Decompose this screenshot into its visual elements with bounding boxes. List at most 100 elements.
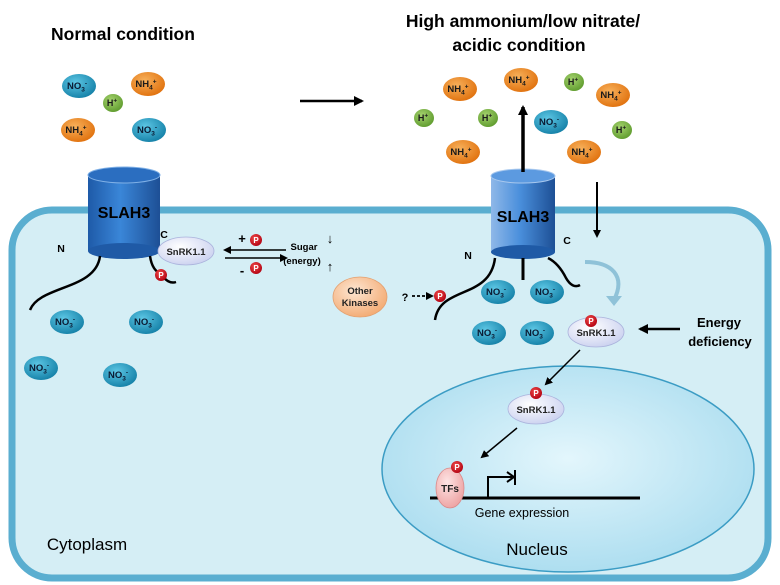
plus-sign: + (238, 231, 246, 246)
svg-text:NH4+: NH4+ (65, 125, 86, 138)
svg-text:P: P (158, 271, 164, 280)
sugar-label: Sugar (291, 242, 318, 253)
ammonium-ion: NH4+ (596, 83, 630, 107)
svg-text:NH4+: NH4+ (600, 90, 621, 103)
nitrate-ion: NO3- (24, 356, 58, 380)
c-terminus-tail-right (547, 256, 581, 288)
ammonium-ion: NH4+ (567, 140, 601, 164)
nitrate-ion: NO3- (62, 74, 96, 98)
nitrate-ion: NO3- (530, 280, 564, 304)
ammonium-ion: NH4+ (443, 77, 477, 101)
transcription-factors (435, 467, 465, 509)
sugar-up-arrow-icon: ↑ (327, 259, 334, 274)
c-terminus-label-right: C (563, 235, 571, 247)
snrk1-label-nucleus: SnRK1.1 (516, 405, 556, 416)
proton-ion: H+ (103, 94, 123, 112)
ion-layer: NO3- NH4+ H+ NH4+ NO3- NH4+ NH4+ H+ NH4+ H+ H+ NO3-… (24, 68, 632, 387)
nucleus-label: Nucleus (506, 540, 567, 559)
slah3-channel-left: SLAH3 (87, 166, 161, 259)
slah3-label-left: SLAH3 (98, 205, 151, 222)
nucleus (381, 365, 755, 573)
nitrate-ion: NO3- (520, 321, 554, 345)
proton-ion: H+ (478, 109, 498, 127)
svg-text:NO3-: NO3- (67, 81, 87, 94)
nitrate-ion: NO3- (103, 363, 137, 387)
proton-ion: H+ (612, 121, 632, 139)
svg-text:P: P (454, 463, 460, 472)
gene-expression-label: Gene expression (475, 506, 570, 520)
title-high-ammonium-line2: acidic condition (452, 35, 585, 55)
nitrate-ion: NO3- (50, 310, 84, 334)
ammonium-ion: NH4+ (61, 118, 95, 142)
svg-text:NO3-: NO3- (134, 317, 154, 330)
svg-text:NO3-: NO3- (486, 287, 506, 300)
svg-text:NH4+: NH4+ (508, 75, 529, 88)
proton-ion: H+ (414, 109, 434, 127)
svg-text:P: P (533, 389, 539, 398)
svg-text:H+: H+ (616, 125, 627, 136)
svg-text:NH4+: NH4+ (450, 147, 471, 160)
svg-text:H+: H+ (568, 77, 579, 88)
phosphate-marker: P (250, 262, 262, 274)
nitrate-ion: NO3- (534, 110, 568, 134)
snrk1-label-cytoplasm: SnRK1.1 (576, 328, 616, 339)
snrk1-recruitment-arrowhead (606, 296, 622, 306)
svg-text:NO3-: NO3- (477, 328, 497, 341)
slah3-label-right: SLAH3 (497, 209, 550, 226)
svg-text:NO3-: NO3- (55, 317, 75, 330)
n-terminus-tail-left (28, 255, 102, 311)
n-terminus-label-right: N (464, 250, 472, 262)
phospho-layer: P P P P P P P (155, 234, 597, 473)
svg-text:NO3-: NO3- (137, 125, 157, 138)
nitrate-ion: NO3- (129, 310, 163, 334)
svg-text:NH4+: NH4+ (135, 79, 156, 92)
svg-text:H+: H+ (418, 113, 429, 124)
ammonium-ion: NH4+ (446, 140, 480, 164)
slah3-channel-right: SLAH3 (490, 168, 556, 259)
snrk1-label-left: SnRK1.1 (166, 247, 206, 258)
snrk1-cytoplasm (567, 316, 625, 348)
phosphate-marker: P (585, 315, 597, 327)
nitrate-ion: NO3- (132, 118, 166, 142)
phosphate-marker: P (434, 290, 446, 302)
phosphate-marker: P (250, 234, 262, 246)
sugar-down-arrow-icon: ↓ (327, 231, 334, 246)
nitrate-ion: NO3- (481, 280, 515, 304)
proton-ion: H+ (564, 73, 584, 91)
svg-text:NH4+: NH4+ (571, 147, 592, 160)
ammonium-ion: NH4+ (504, 68, 538, 92)
snrk1-recruitment-arrow (584, 260, 621, 301)
snrk1-left (157, 236, 215, 266)
tf-phosphorylation-arrow (480, 427, 518, 459)
snrk1-nuclear-import-arrow (544, 349, 581, 386)
promoter-arrow-icon (487, 476, 512, 497)
other-kinases-label-line1: Other (347, 286, 373, 297)
energy-label: Energy (697, 315, 742, 330)
svg-text:H+: H+ (107, 98, 118, 109)
tfs-label: TFs (441, 484, 459, 495)
nitrate-ion: NO3- (472, 321, 506, 345)
svg-text:P: P (253, 236, 259, 245)
ammonium-ion: NH4+ (131, 72, 165, 96)
svg-text:NO3-: NO3- (539, 117, 559, 130)
svg-text:P: P (437, 292, 443, 301)
svg-text:P: P (253, 264, 259, 273)
minus-sign: - (240, 263, 244, 278)
phosphate-marker: P (451, 461, 463, 473)
svg-text:NO3-: NO3- (525, 328, 545, 341)
cytoplasm-label: Cytoplasm (47, 535, 127, 554)
svg-text:NO3-: NO3- (535, 287, 555, 300)
phosphate-marker: P (530, 387, 542, 399)
sugar-energy-label: (energy) (283, 256, 320, 267)
svg-text:P: P (588, 317, 594, 326)
phosphate-marker: P (155, 269, 167, 281)
title-normal-condition: Normal condition (51, 24, 195, 44)
svg-text:NO3-: NO3- (108, 370, 128, 383)
other-kinases-label-line2: Kinases (342, 298, 378, 309)
svg-text:NO3-: NO3- (29, 363, 49, 376)
n-terminus-tail-right (433, 257, 497, 321)
title-high-ammonium-line1: High ammonium/low nitrate/ (406, 11, 640, 31)
svg-text:H+: H+ (482, 113, 493, 124)
other-kinases (332, 276, 388, 318)
